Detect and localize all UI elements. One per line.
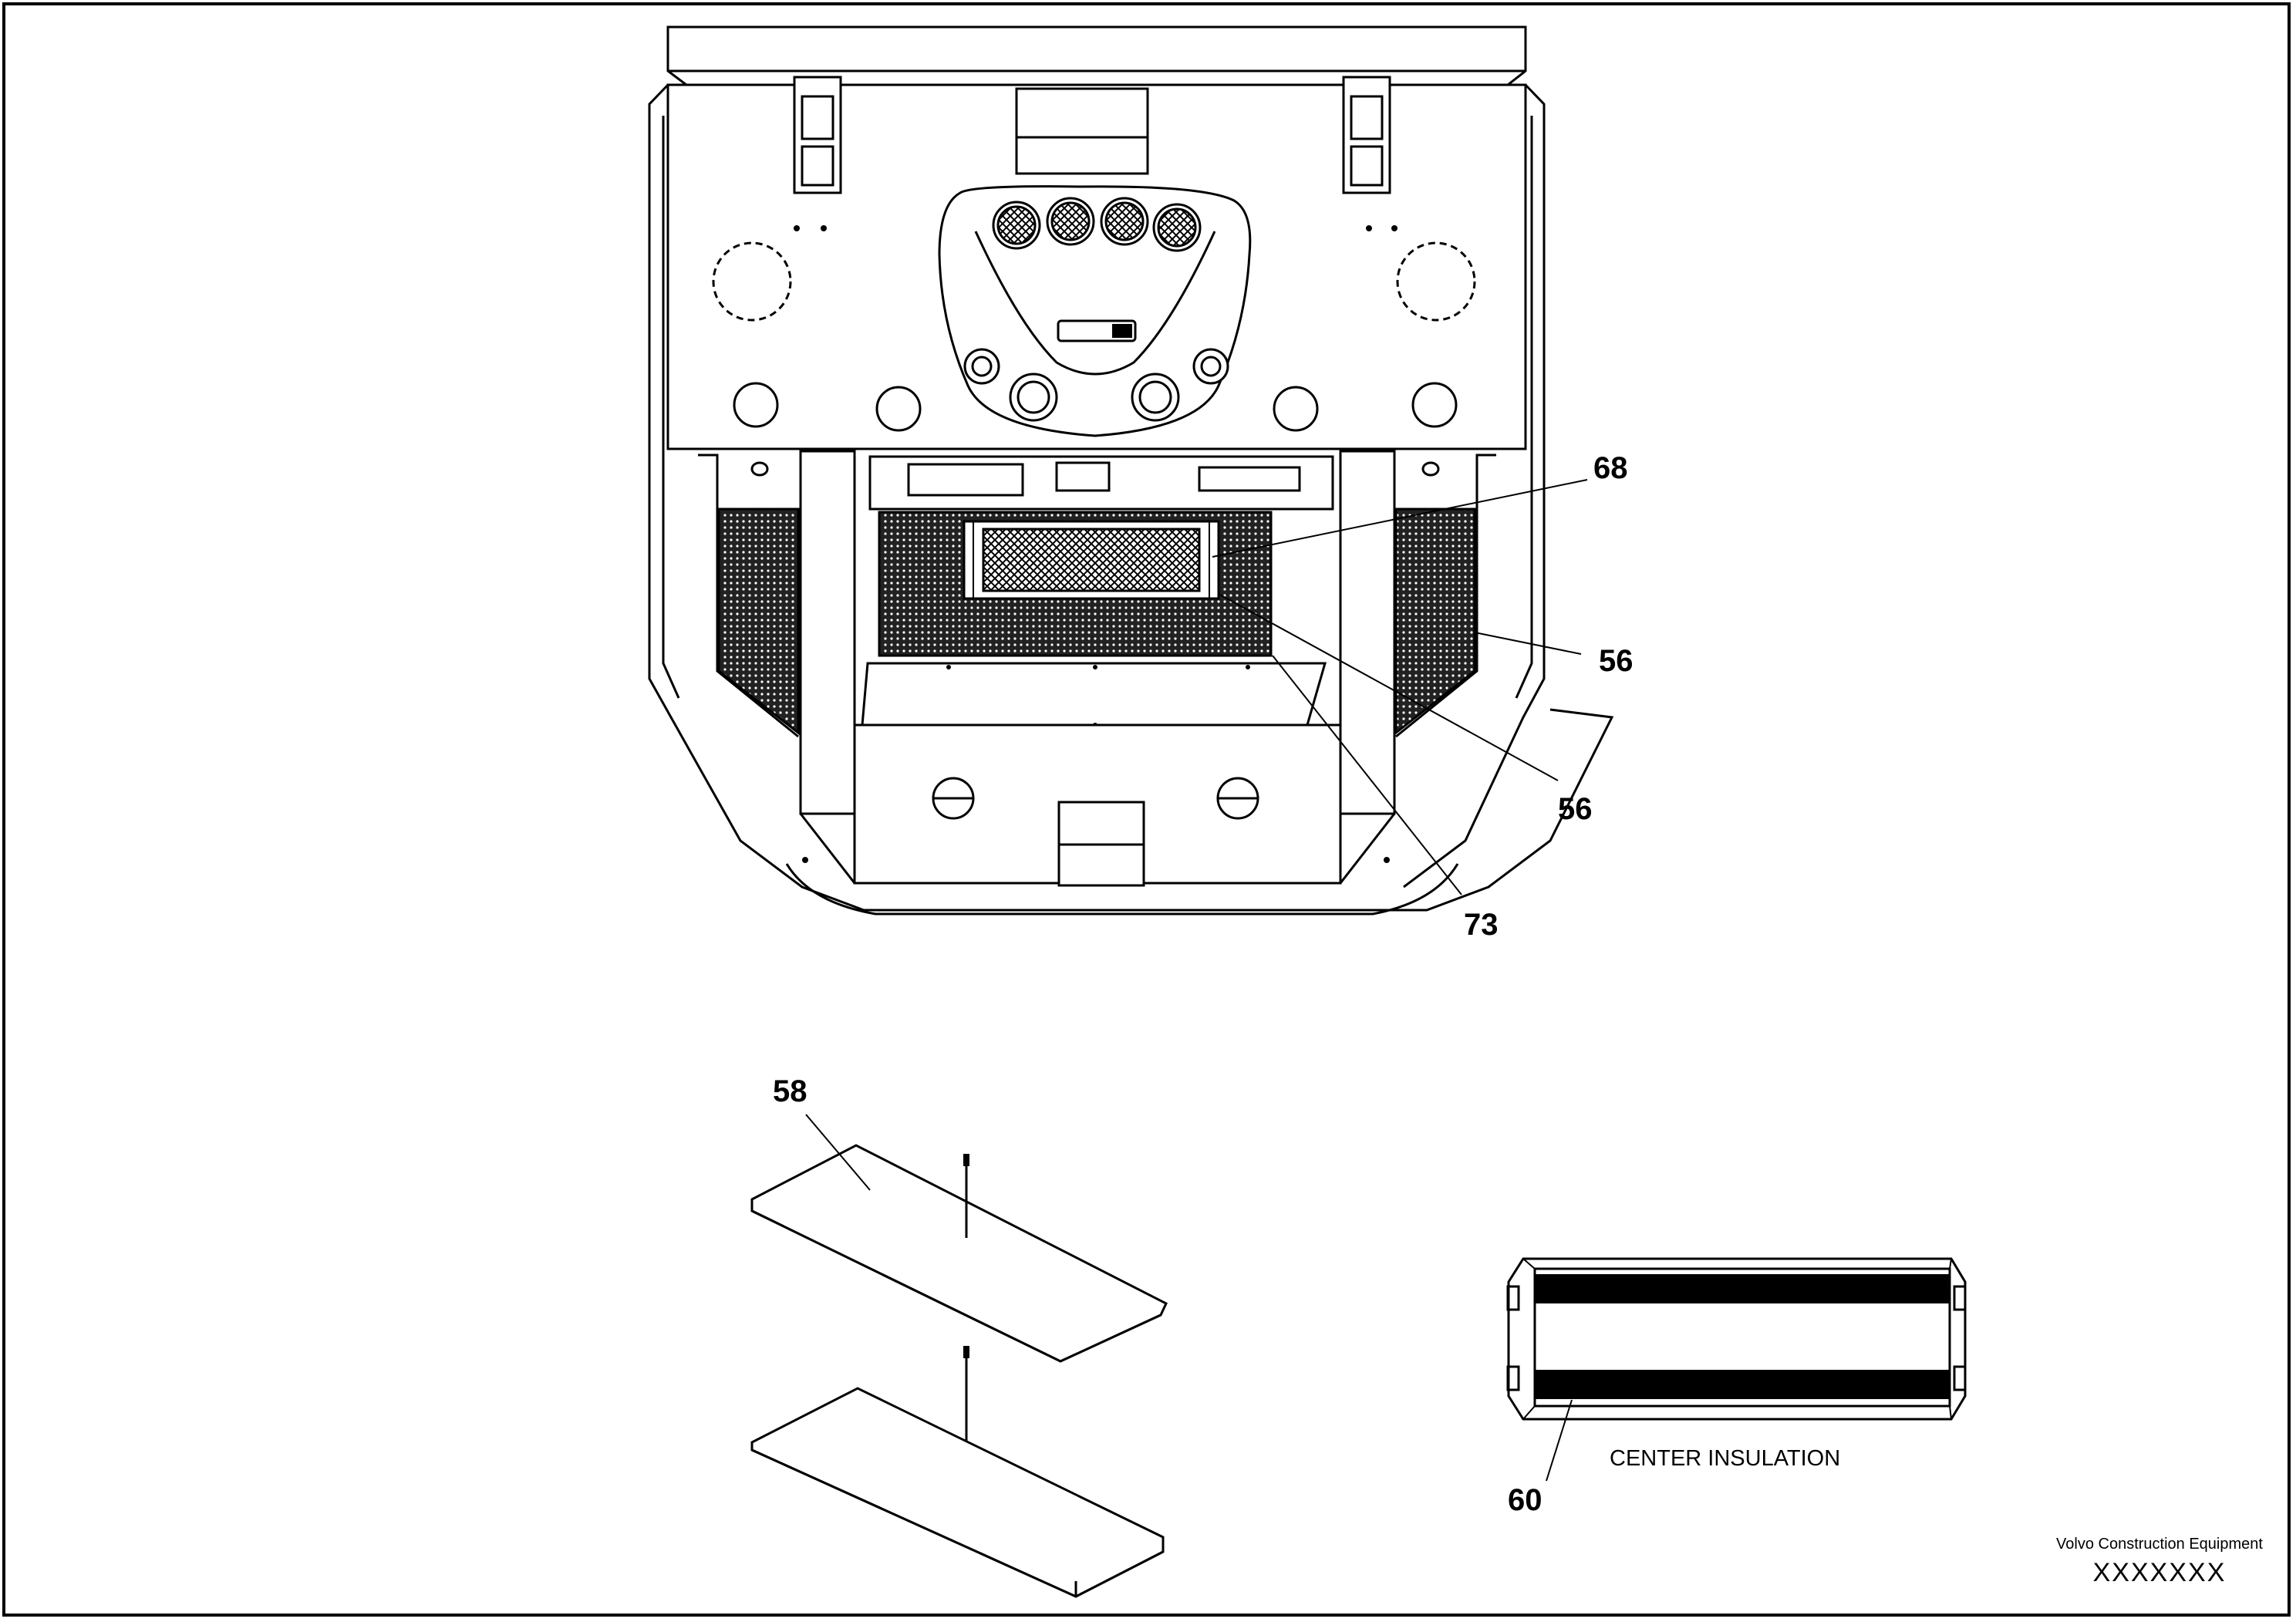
part-60-center-insulation	[1506, 1257, 1967, 1482]
leader-lines	[1212, 479, 1588, 895]
drawing-number: XXXXXXX	[2092, 1558, 2227, 1587]
climate-control-unit	[938, 185, 1252, 437]
callout-73: 73	[1464, 908, 1499, 942]
callout-60: 60	[1508, 1483, 1542, 1517]
side-mesh-left	[717, 508, 800, 736]
part-58-insulation-pads	[750, 1114, 1168, 1598]
side-mesh-right	[1394, 508, 1476, 736]
callout-56-lower: 56	[1558, 792, 1593, 826]
cab-assembly	[648, 25, 1614, 916]
hinge-right	[1342, 76, 1391, 194]
title-block: Volvo Construction Equipment XXXXXXX	[2052, 1535, 2267, 1588]
callout-56-upper: 56	[1599, 644, 1633, 678]
hinge-left	[793, 76, 842, 194]
company-name: Volvo Construction Equipment	[2056, 1536, 2263, 1553]
callout-58: 58	[773, 1074, 807, 1108]
speaker-left	[712, 241, 792, 322]
center-insulation-caption: CENTER INSULATION	[1610, 1446, 1840, 1471]
speaker-right	[1396, 241, 1476, 322]
callout-68: 68	[1593, 451, 1628, 485]
